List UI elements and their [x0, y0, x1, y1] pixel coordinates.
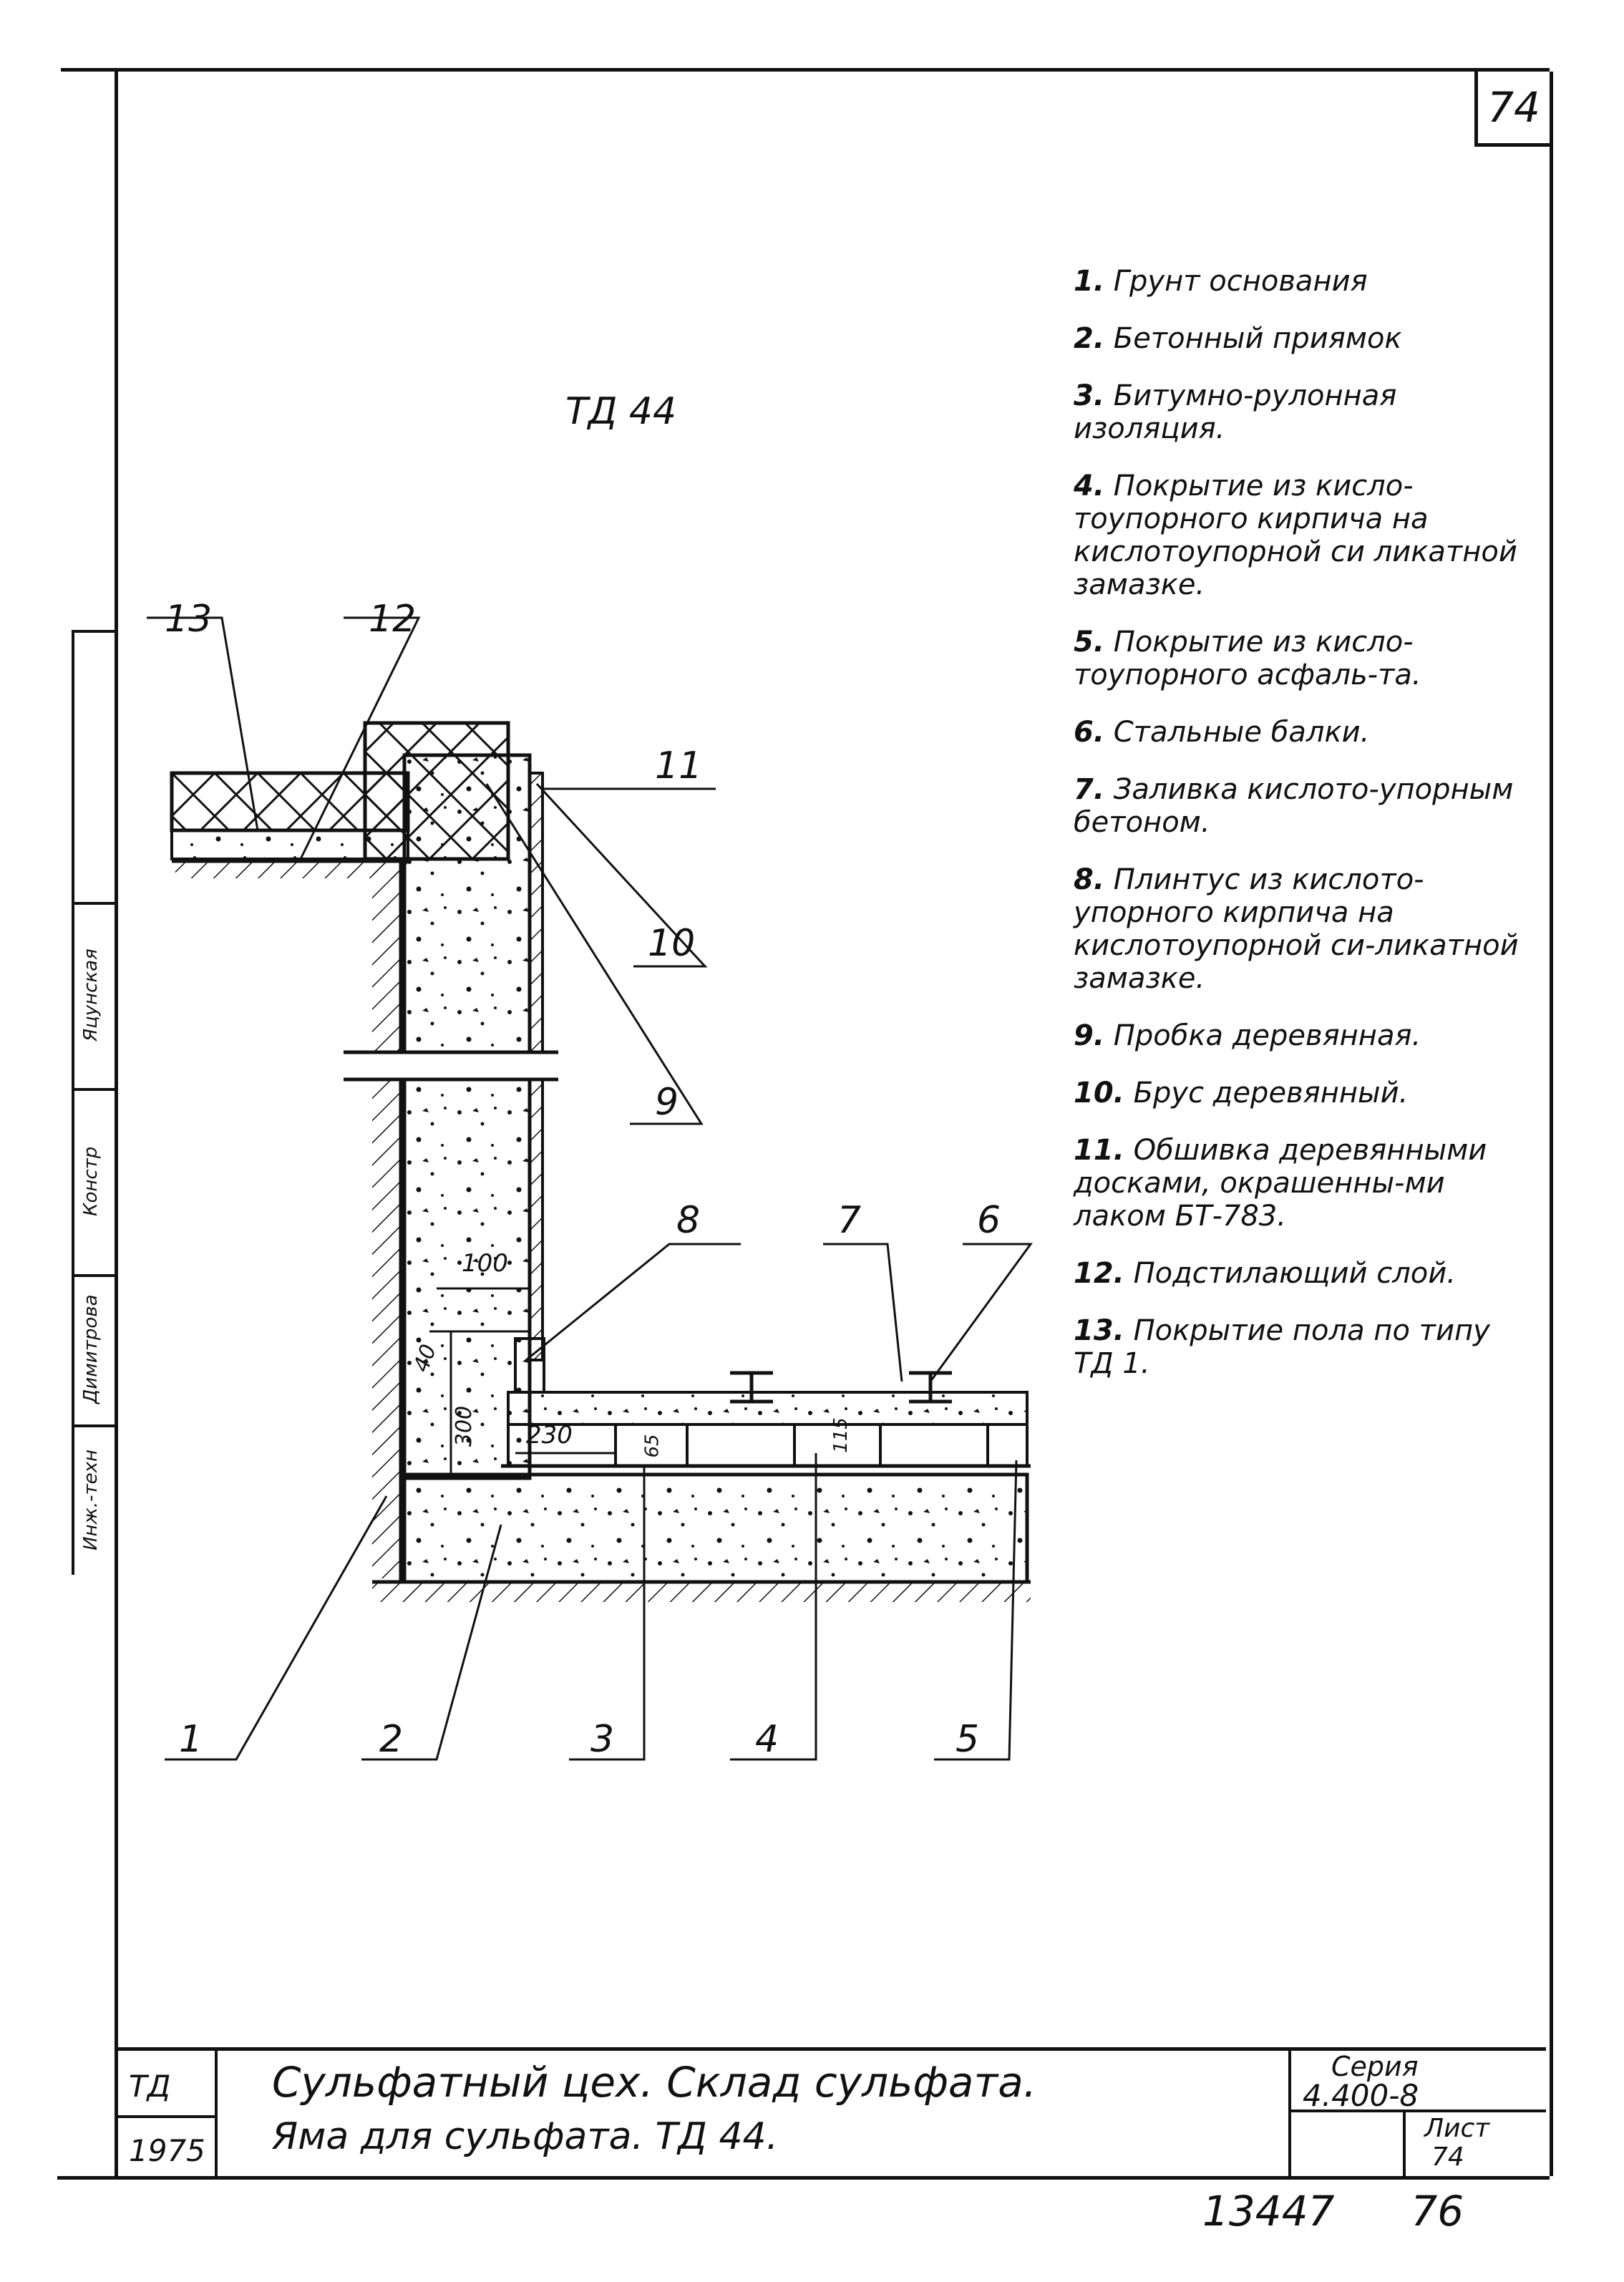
- sheet-number: 74: [1474, 72, 1550, 147]
- callout-1: 1: [179, 1718, 203, 1761]
- legend-item-10: 10. Брус деревянный.: [1074, 1077, 1409, 1110]
- legend-item-6: 6. Стальные балки.: [1074, 716, 1370, 749]
- legend-item-9: 9. Пробка деревянная.: [1074, 1019, 1421, 1052]
- legend-item-5: 5. Покрытие из кисло-тоупорного асфаль-т…: [1074, 626, 1421, 691]
- dim-230: 230: [526, 1421, 573, 1450]
- bottom-slab: [402, 1472, 1029, 1584]
- dimension-lines: [429, 1287, 616, 1475]
- legend-item-11: 11. Обшивка деревянными досками, окрашен…: [1074, 1134, 1487, 1233]
- title-block: ТД 1975 Сульфатный цех. Склад сульфата. …: [115, 2047, 1546, 2180]
- top-border: [61, 68, 1550, 72]
- callout-2: 2: [379, 1718, 404, 1761]
- callout-11: 11: [655, 744, 703, 787]
- callout-4: 4: [755, 1718, 779, 1761]
- footer-ids: 13447 76: [1202, 2187, 1464, 2235]
- callout-12: 12: [369, 598, 417, 641]
- callout-10: 10: [648, 922, 696, 965]
- title-line-2: Яма для сульфата. ТД 44.: [272, 2115, 779, 2158]
- legend-item-12: 12. Подстилающий слой.: [1074, 1257, 1456, 1290]
- legend-item-3: 3. Битумно-рулонная изоляция.: [1074, 379, 1397, 445]
- legend-item-7: 7. Заливка кислото-упорным бетоном.: [1074, 773, 1514, 839]
- dim-300: 300: [452, 1405, 477, 1447]
- soil-hatch-wall: [372, 863, 401, 1578]
- callout-9: 9: [655, 1081, 679, 1124]
- doc-number: 13447: [1202, 2187, 1335, 2235]
- series-value: 4.400-8: [1303, 2078, 1419, 2113]
- legend-item-8: 8. Плинтус из кислото-упорного кирпича н…: [1074, 863, 1519, 995]
- leader-lines: [147, 616, 1033, 1761]
- callout-6: 6: [977, 1199, 1001, 1242]
- legend-item-4: 4. Покрытие из кисло-тоупорного кирпича …: [1074, 470, 1517, 601]
- callout-5: 5: [956, 1718, 980, 1761]
- page-number: 76: [1411, 2187, 1464, 2235]
- pit-floor-layers: [501, 1337, 1031, 1468]
- sheet-label: Лист: [1424, 2114, 1490, 2143]
- legend-list: 1. Грунт основания 2. Бетонный приямок 3…: [1074, 265, 1532, 1404]
- soil-hatch-bottom: [372, 1582, 1031, 1602]
- dim-115: 115: [830, 1417, 852, 1453]
- callout-7: 7: [837, 1199, 862, 1242]
- legend-item-1: 1. Грунт основания: [1074, 265, 1368, 298]
- legend-item-13: 13. Покрытие пола по типу ТД 1.: [1074, 1314, 1490, 1380]
- series-label: Серия: [1331, 2051, 1419, 2082]
- approval-stamp-strip: Инж.-техн Димитрова Яцунская Констр: [72, 630, 117, 1575]
- title-block-year: 1975: [129, 2133, 205, 2168]
- callout-3: 3: [590, 1718, 615, 1761]
- sheet-value: 74: [1431, 2142, 1464, 2172]
- callout-8: 8: [676, 1199, 701, 1242]
- bottom-border: [57, 2176, 1550, 2180]
- callout-13: 13: [165, 598, 213, 641]
- dim-65: 65: [641, 1434, 663, 1458]
- drawing-code: ТД 44: [565, 390, 677, 433]
- legend-item-2: 2. Бетонный приямок: [1074, 322, 1402, 355]
- concrete-wall: [402, 753, 532, 1480]
- title-line-1: Сульфатный цех. Склад сульфата.: [272, 2058, 1037, 2107]
- dim-100: 100: [462, 1249, 508, 1278]
- title-block-code: ТД: [129, 2069, 171, 2104]
- drawing-frame: [115, 72, 1553, 2176]
